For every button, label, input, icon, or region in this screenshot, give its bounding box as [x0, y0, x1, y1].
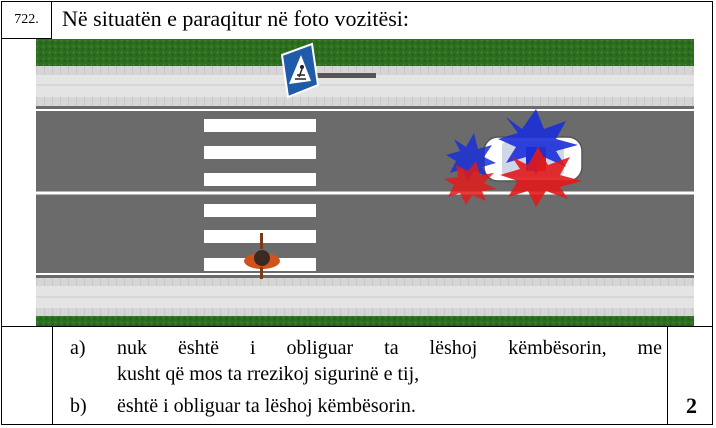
option-b-text[interactable]: është i obliguar ta lëshoj këmbësorin. — [117, 395, 416, 417]
points-value: 2 — [686, 393, 697, 418]
option-a-line-1[interactable]: nuk është i obliguar ta lëshoj këmbësori… — [117, 337, 662, 359]
pedestrian-crossing-sign-icon — [280, 42, 376, 99]
question-number: 722. — [2, 2, 52, 39]
police-car-icon — [444, 109, 583, 207]
road-scene-image — [36, 39, 694, 327]
option-a-line-2[interactable]: kusht që mos ta rrezikoj sigurinë e tij, — [117, 363, 420, 385]
option-a-letter: a) — [70, 337, 86, 359]
question-title: Në situatën e paraqitur në foto vozitësi… — [62, 6, 409, 31]
pedestrian-icon — [244, 233, 280, 279]
option-b-letter: b) — [70, 395, 87, 417]
zebra-crossing — [204, 119, 316, 271]
